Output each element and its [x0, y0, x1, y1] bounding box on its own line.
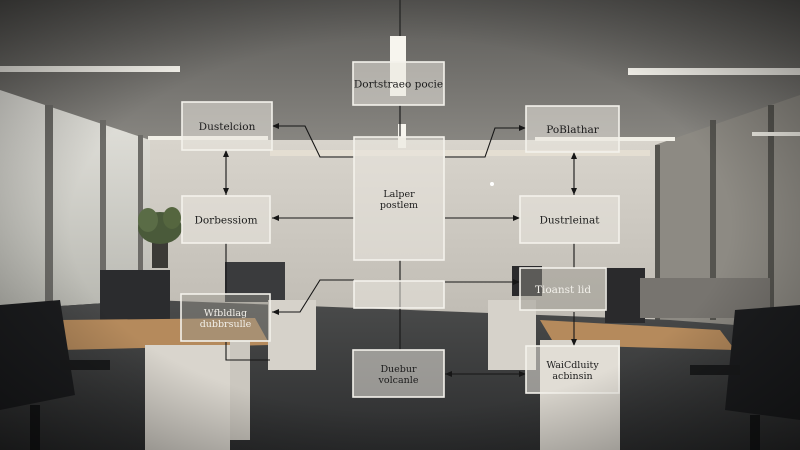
box-upper-left: Dustelcion	[181, 101, 273, 151]
window-mullion	[45, 105, 53, 305]
box-center-small	[353, 280, 445, 309]
box-upper-right: PoBlathar	[525, 105, 620, 153]
ceiling-light	[628, 68, 800, 75]
diagram-box-label: Dustrleinat	[540, 215, 601, 227]
diagram-box	[353, 280, 445, 309]
diagram-box-label: Wfbldlag	[204, 308, 247, 319]
diagram-box-label: acbinsin	[552, 371, 592, 382]
light-speck	[490, 182, 494, 186]
diagram-box-label: Tioanst lid	[535, 284, 591, 296]
desk-drawer	[230, 340, 250, 440]
diagram-box-label: PoBlathar	[546, 124, 600, 136]
monitor	[100, 270, 170, 320]
diagram-box-label: Dorbessiom	[194, 215, 257, 227]
diagram-box-label: dubbrsulle	[200, 319, 252, 330]
ceiling-light	[752, 132, 800, 136]
box-lower-right-top: Tioanst lid	[519, 267, 607, 311]
diagram-box-label: Lalper	[383, 189, 415, 200]
box-mid-right: Dustrleinat	[519, 195, 620, 244]
monitor	[605, 268, 645, 323]
box-mid-left: Dorbessiom	[181, 195, 271, 244]
ceiling-light	[0, 66, 180, 72]
diagram-box-label: volcanle	[378, 375, 419, 386]
diagram-box-label: WaiCdluity	[546, 360, 599, 371]
diagram-box-label: Dustelcion	[199, 121, 256, 133]
diagram-box-label: postlem	[380, 200, 418, 211]
box-top-center: Dortstraeo pocie	[352, 61, 445, 106]
diagram-box-label: Dortstraeo pocie	[354, 79, 443, 91]
desk-drawer	[268, 300, 316, 370]
diagram-box-label: Duebur	[380, 364, 417, 375]
desk-drawer	[145, 345, 230, 450]
